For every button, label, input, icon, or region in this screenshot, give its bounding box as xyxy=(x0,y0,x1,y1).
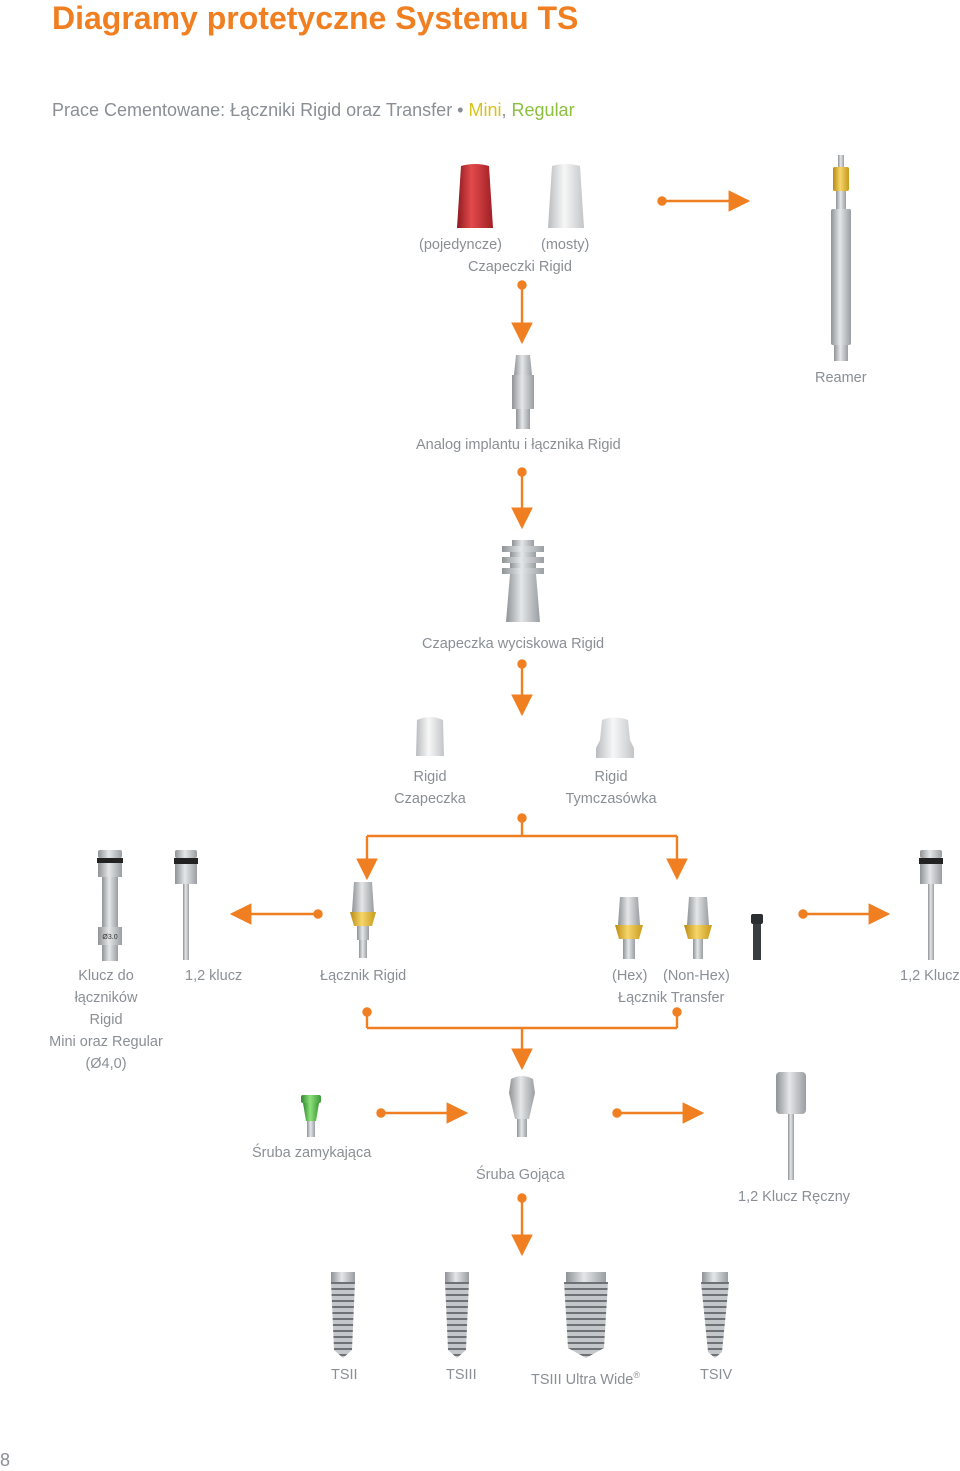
closing-screw-image xyxy=(301,1095,321,1137)
healing-screw-image xyxy=(509,1076,535,1137)
implant-tsiii-label: TSIII xyxy=(446,1367,477,1383)
reamer-label: Reamer xyxy=(815,370,867,386)
caps-label: Czapeczki Rigid xyxy=(468,259,572,275)
transfer-nonhex-image xyxy=(684,897,712,959)
implant-tsiii-image xyxy=(445,1272,469,1358)
rigid-temp-label-1: Rigid xyxy=(594,769,628,785)
hand-key-image xyxy=(776,1072,806,1180)
closing-screw-label: Śruba zamykająca xyxy=(252,1145,372,1161)
abutment-key-label-2: łączników xyxy=(74,990,138,1006)
page-number: 8 xyxy=(0,1450,11,1470)
key12-image xyxy=(174,850,198,960)
registered-mark: ® xyxy=(633,1370,640,1380)
page-title: Diagramy protetyczne Systemu TS xyxy=(52,0,579,36)
cap-bridge-label: (mosty) xyxy=(541,237,590,253)
analog-label: Analog implantu i łącznika Rigid xyxy=(416,437,621,453)
abutment-key-label-3: Rigid xyxy=(89,1012,123,1028)
red-cap-image xyxy=(457,164,493,228)
implant-tsiii-ultra-wide-label: TSIII Ultra Wide® xyxy=(531,1364,640,1391)
hand-key-label: 1,2 Klucz Ręczny xyxy=(738,1189,851,1205)
impression-cap-label: Czapeczka wyciskowa Rigid xyxy=(422,636,605,652)
rigid-temp-image xyxy=(596,717,634,758)
healing-screw-label: Śruba Gojąca xyxy=(476,1167,565,1183)
subtitle-main: Prace Cementowane: Łączniki Rigid oraz T… xyxy=(52,100,469,120)
rigid-abutment-label: Łącznik Rigid xyxy=(320,968,407,984)
subtitle-mini: Mini xyxy=(468,100,502,120)
abutment-key-label-5: (Ø4,0) xyxy=(85,1056,127,1072)
white-cap-image xyxy=(548,164,584,228)
rigid-abutment-image xyxy=(350,882,376,958)
abutment-key-marking: Ø3.0 xyxy=(102,934,117,941)
impression-cap-image xyxy=(502,540,544,622)
implant-tsiii-ultra-wide-image xyxy=(564,1272,608,1358)
implant-tsii-image xyxy=(331,1272,355,1358)
key12-label: 1,2 klucz xyxy=(185,968,243,984)
transfer-hex-image xyxy=(615,897,643,959)
reamer-image xyxy=(831,155,851,361)
analog-image xyxy=(512,355,534,429)
transfer-screw-image xyxy=(751,914,763,960)
page-subtitle: Prace Cementowane: Łączniki Rigid oraz T… xyxy=(52,100,575,121)
rigid-temp-label-2: Tymczasówka xyxy=(565,791,657,807)
transfer-hex-label: (Hex) xyxy=(612,968,648,984)
implant-tsiv-label: TSIV xyxy=(700,1367,733,1383)
rigid-cap-image xyxy=(416,717,444,756)
transfer-nonhex-label: (Non-Hex) xyxy=(663,968,730,984)
abutment-key-image: Ø3.0 xyxy=(97,850,123,961)
subtitle-separator: , xyxy=(501,100,512,120)
key12-right-label: 1,2 Klucz xyxy=(900,968,960,984)
transfer-label: Łącznik Transfer xyxy=(618,990,725,1006)
implant-tsiii-ultra-wide-name: TSIII Ultra Wide xyxy=(531,1371,634,1388)
cap-single-label: (pojedyncze) xyxy=(419,237,503,253)
subtitle-regular: Regular xyxy=(511,100,575,120)
abutment-key-label-1: Klucz do xyxy=(78,968,134,984)
key12-right-image xyxy=(919,850,943,960)
abutment-key-label-4: Mini oraz Regular xyxy=(49,1034,163,1050)
rigid-cap-label-2: Czapeczka xyxy=(394,791,466,807)
rigid-cap-label-1: Rigid xyxy=(413,769,447,785)
implant-tsii-label: TSII xyxy=(331,1367,358,1383)
implant-tsiv-image xyxy=(701,1272,729,1358)
